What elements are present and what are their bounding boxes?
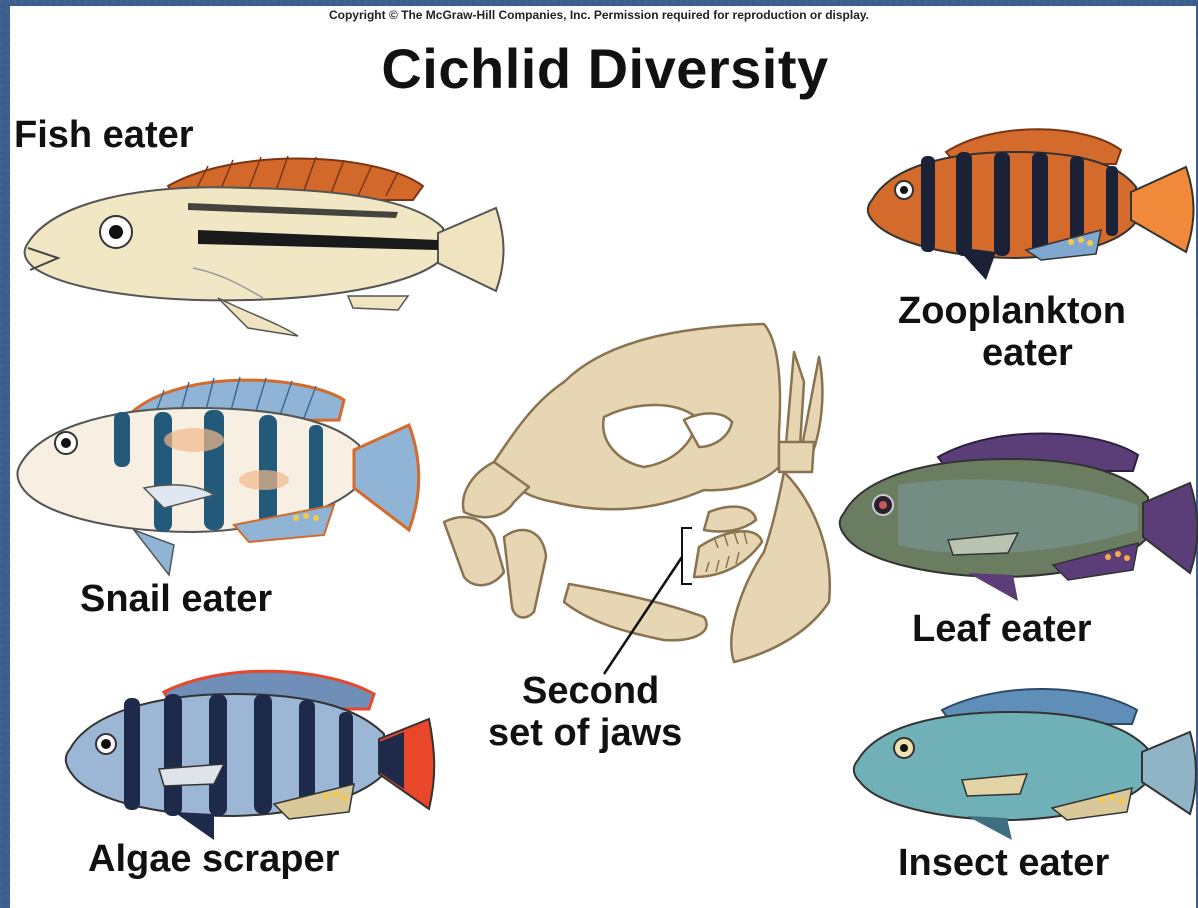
label-zooplankton-line1: Zooplankton — [898, 290, 1126, 332]
label-leaf-eater: Leaf eater — [912, 608, 1092, 650]
leaf-eater-illustration — [838, 425, 1198, 605]
label-jaws-line2: set of jaws — [488, 712, 682, 754]
pharyngeal-jaw-illustration — [434, 322, 834, 682]
fish-eater-illustration — [18, 148, 508, 338]
zooplankton-eater-illustration — [866, 122, 1196, 282]
insect-eater-illustration — [852, 682, 1198, 842]
copyright-notice: Copyright © The McGraw-Hill Companies, I… — [0, 8, 1198, 22]
page-title: Cichlid Diversity — [0, 36, 1198, 101]
label-jaws-line1: Second — [522, 670, 659, 712]
label-snail-eater: Snail eater — [80, 578, 272, 620]
label-algae-scraper: Algae scraper — [88, 838, 339, 880]
snail-eater-illustration — [14, 370, 434, 580]
label-insect-eater: Insect eater — [898, 842, 1109, 884]
algae-scraper-illustration — [64, 664, 444, 844]
label-zooplankton-line2: eater — [982, 332, 1073, 374]
